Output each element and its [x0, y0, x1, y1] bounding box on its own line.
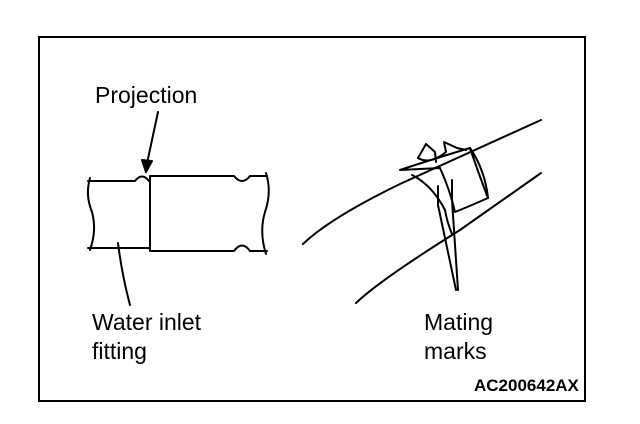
hose-end-break: [261, 172, 270, 255]
figure-code: AC200642AX: [474, 376, 579, 395]
projection-label: Projection: [95, 82, 198, 108]
hose-top-edge: [302, 119, 542, 245]
fitting-end-break: [86, 177, 96, 251]
hose-body: [149, 175, 268, 252]
water-inlet-label-line2: fitting: [92, 338, 147, 364]
fitting-pipe: [87, 175, 151, 249]
projection-leader: [145, 111, 159, 169]
mating-leader-left: [437, 204, 457, 291]
clamp-illustration: [302, 119, 542, 304]
water-inlet-leader: [117, 242, 131, 306]
clamp-band-inner: [411, 174, 453, 235]
clamp-band-front: [399, 147, 489, 213]
clamp-tab: [417, 141, 467, 163]
water-inlet-label-line1: Water inlet: [92, 309, 202, 335]
figure-frame: [38, 36, 586, 402]
clamp-band-right: [469, 147, 489, 199]
mating-marks-label-line1: Mating: [424, 309, 494, 335]
projection-arrowhead: [141, 159, 153, 173]
clamp-tab-body: [417, 151, 447, 162]
water-inlet-fitting-illustration: [86, 111, 270, 306]
mating-leader-right: [451, 199, 459, 291]
mating-marks-label-line2: marks: [424, 338, 487, 364]
